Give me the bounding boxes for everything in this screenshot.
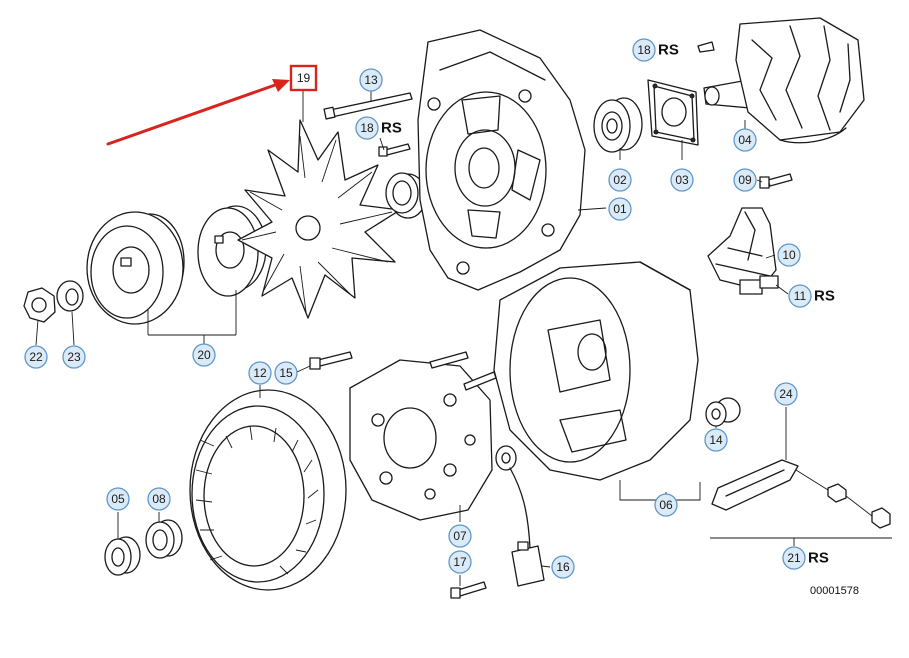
svg-text:09: 09	[738, 173, 752, 187]
part-16-connector	[511, 541, 545, 587]
callout-01: 01	[608, 197, 632, 221]
part-07-terminal-lead	[495, 445, 531, 549]
part-18-clip	[697, 41, 715, 53]
svg-text:12: 12	[253, 366, 267, 380]
callout-20: 20	[192, 343, 216, 367]
svg-text:10: 10	[782, 248, 796, 262]
callout-11: 11 RS	[788, 284, 835, 308]
svg-text:20: 20	[197, 348, 211, 362]
callout-18-left: 18 RS	[355, 116, 402, 140]
part-rectifier-bolt-upper	[429, 351, 469, 369]
callout-14: 14	[704, 428, 728, 452]
part-sleeve	[385, 172, 427, 219]
part-24-strap	[711, 459, 799, 511]
callout-08: 08	[147, 487, 171, 511]
part-12-stator	[189, 389, 347, 591]
svg-text:07: 07	[453, 529, 467, 543]
svg-text:19: 19	[297, 71, 311, 85]
part-20-spacer	[197, 205, 267, 297]
part-02-bearing	[593, 97, 643, 153]
callout-16: 16	[551, 555, 575, 579]
svg-text:02: 02	[613, 173, 627, 187]
part-rectifier-bolt-lower	[463, 371, 497, 391]
svg-text:08: 08	[152, 492, 166, 506]
callout-02: 02	[608, 168, 632, 192]
part-09-screw	[759, 173, 793, 189]
svg-text:23: 23	[67, 350, 81, 364]
part-06-rear-housing	[493, 261, 699, 481]
part-18-screw	[378, 143, 411, 157]
callout-09: 09	[733, 168, 757, 192]
part-01-front-housing	[417, 29, 586, 291]
svg-text:06: 06	[659, 498, 673, 512]
callout-07: 07	[448, 524, 472, 548]
part-10-regulator	[707, 207, 779, 295]
svg-text:15: 15	[279, 366, 293, 380]
callout-13: 13	[359, 68, 383, 92]
svg-text:01: 01	[613, 202, 627, 216]
svg-text:14: 14	[709, 433, 723, 447]
svg-text:RS: RS	[808, 550, 829, 567]
part-20-pulley	[86, 211, 185, 325]
svg-text:18: 18	[360, 121, 374, 135]
svg-text:24: 24	[779, 387, 793, 401]
part-19-fan	[237, 119, 401, 319]
part-04-rotor	[703, 17, 865, 144]
leader-lines	[35, 90, 892, 586]
highlight-arrow	[106, 79, 290, 146]
callout-23: 23	[62, 345, 86, 369]
callout-15: 15	[274, 361, 298, 385]
callout-17: 17	[448, 550, 472, 574]
callout-21: 21 RS	[782, 546, 829, 570]
part-15-screw	[309, 351, 353, 370]
callout-24: 24	[774, 382, 798, 406]
svg-text:11: 11	[794, 289, 807, 303]
svg-text:16: 16	[556, 560, 570, 574]
part-05-bearing	[104, 536, 141, 576]
part-21-nut-lower	[871, 507, 891, 529]
callout-06: 06	[654, 493, 678, 517]
part-08-ring	[145, 519, 183, 559]
svg-text:RS: RS	[381, 120, 402, 137]
callout-19-highlighted: 19	[289, 64, 318, 92]
part-22-nut	[23, 287, 56, 323]
callout-12: 12	[248, 361, 272, 385]
part-03-cover-plate	[647, 79, 699, 146]
callout-18-top: 18 RS	[632, 38, 679, 62]
svg-text:RS: RS	[658, 42, 679, 59]
svg-text:18: 18	[637, 43, 651, 57]
svg-text:22: 22	[29, 350, 43, 364]
svg-text:17: 17	[453, 555, 467, 569]
callout-05: 05	[106, 487, 130, 511]
part-23-washer	[56, 280, 84, 312]
callout-10: 10	[777, 243, 801, 267]
part-17-screw	[450, 581, 487, 599]
callout-03: 03	[670, 168, 694, 192]
svg-text:21: 21	[787, 551, 801, 565]
part-14-sleeve	[705, 397, 741, 427]
callout-04: 04	[733, 128, 757, 152]
svg-text:RS: RS	[814, 288, 835, 305]
svg-text:13: 13	[364, 73, 378, 87]
callout-22: 22	[24, 345, 48, 369]
svg-text:05: 05	[111, 492, 125, 506]
svg-text:04: 04	[738, 133, 752, 147]
part-13-bolt	[323, 92, 413, 120]
part-21-nut-upper	[827, 483, 847, 503]
svg-text:03: 03	[675, 173, 689, 187]
reference-number: 00001578	[810, 585, 859, 597]
